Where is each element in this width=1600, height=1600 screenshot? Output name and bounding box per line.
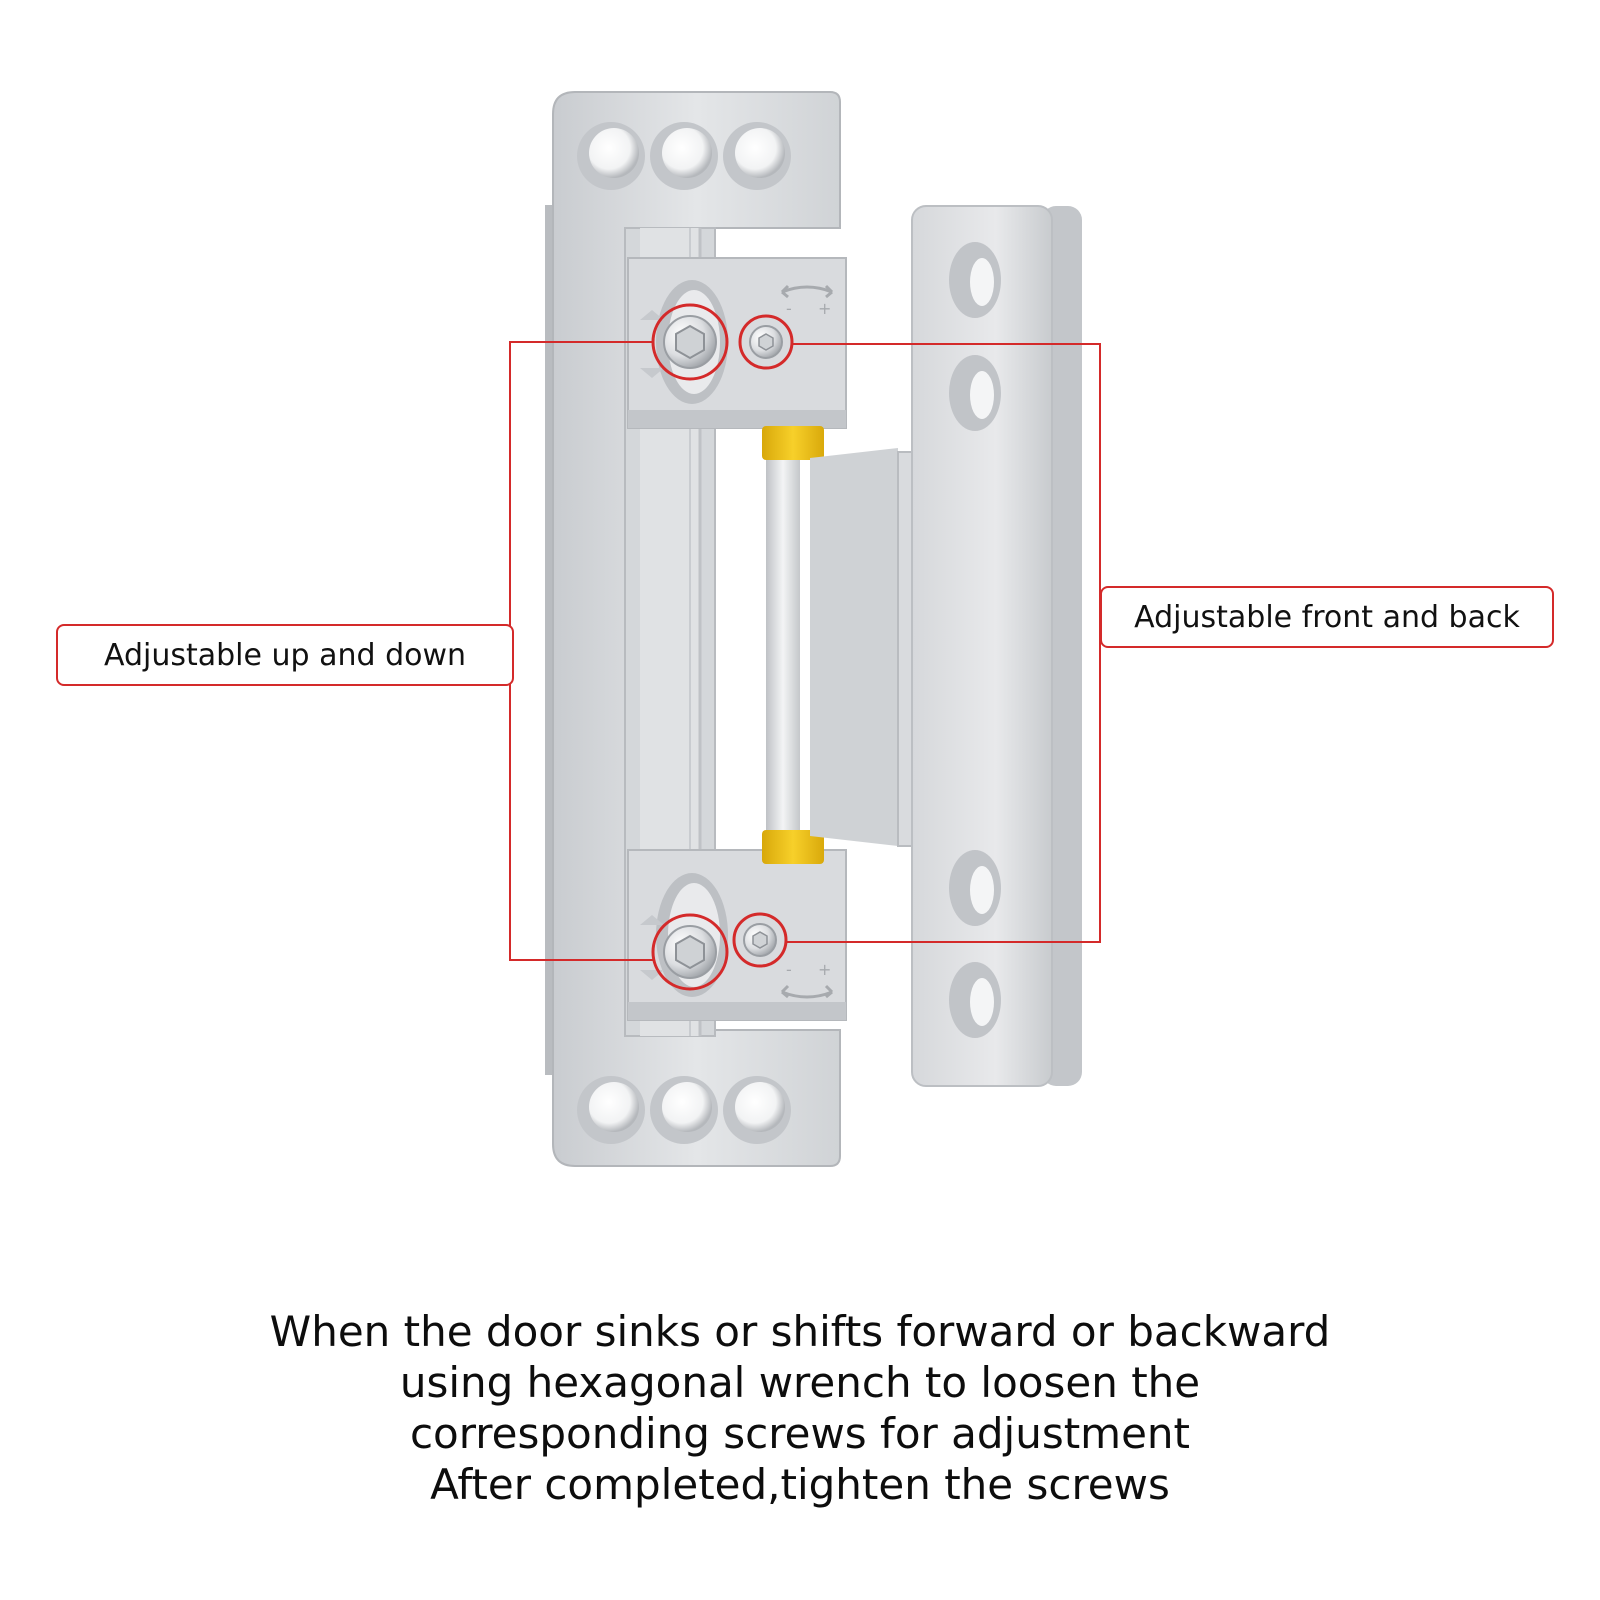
callout-adjustable-up-down: Adjustable up and down (56, 624, 514, 686)
plus-mark: + (818, 299, 831, 318)
plate-holes-top (577, 122, 791, 190)
caption-line-4: After completed,tighten the screws (430, 1460, 1170, 1509)
plus-mark: + (818, 960, 831, 979)
minus-mark: - (786, 960, 792, 979)
instruction-caption: When the door sinks or shifts forward or… (0, 1306, 1600, 1510)
hex-socket-screw-icon (663, 925, 717, 979)
small-screw-icon (743, 923, 777, 957)
minus-mark: - (786, 299, 792, 318)
callout-right-label: Adjustable front and back (1134, 599, 1520, 635)
hex-socket-screw-icon (663, 315, 717, 369)
caption-line-2: using hexagonal wrench to loosen the (399, 1358, 1201, 1407)
hinge-pin (762, 426, 824, 864)
adjust-marking-bottom: - + (780, 960, 834, 999)
adjust-marking-top: - + (780, 284, 834, 318)
callout-left-label: Adjustable up and down (103, 637, 467, 673)
highlight-top-small-screw (738, 314, 794, 370)
caption-line-3: corresponding screws for adjustment (409, 1409, 1191, 1458)
curved-arrow-icon (781, 990, 833, 999)
plate-holes-bottom (577, 1076, 791, 1144)
highlight-bottom-hex-screw (651, 913, 729, 991)
adjustment-block-bottom (627, 849, 847, 1021)
caption-line-1: When the door sinks or shifts forward or… (269, 1307, 1331, 1356)
callout-adjustable-front-back: Adjustable front and back (1100, 586, 1554, 648)
small-screw-icon (749, 325, 783, 359)
highlight-bottom-small-screw (732, 912, 788, 968)
curved-arrow-icon (781, 285, 833, 294)
door-leaf (810, 205, 1082, 1087)
leaf-screw-holes (949, 242, 1001, 1038)
